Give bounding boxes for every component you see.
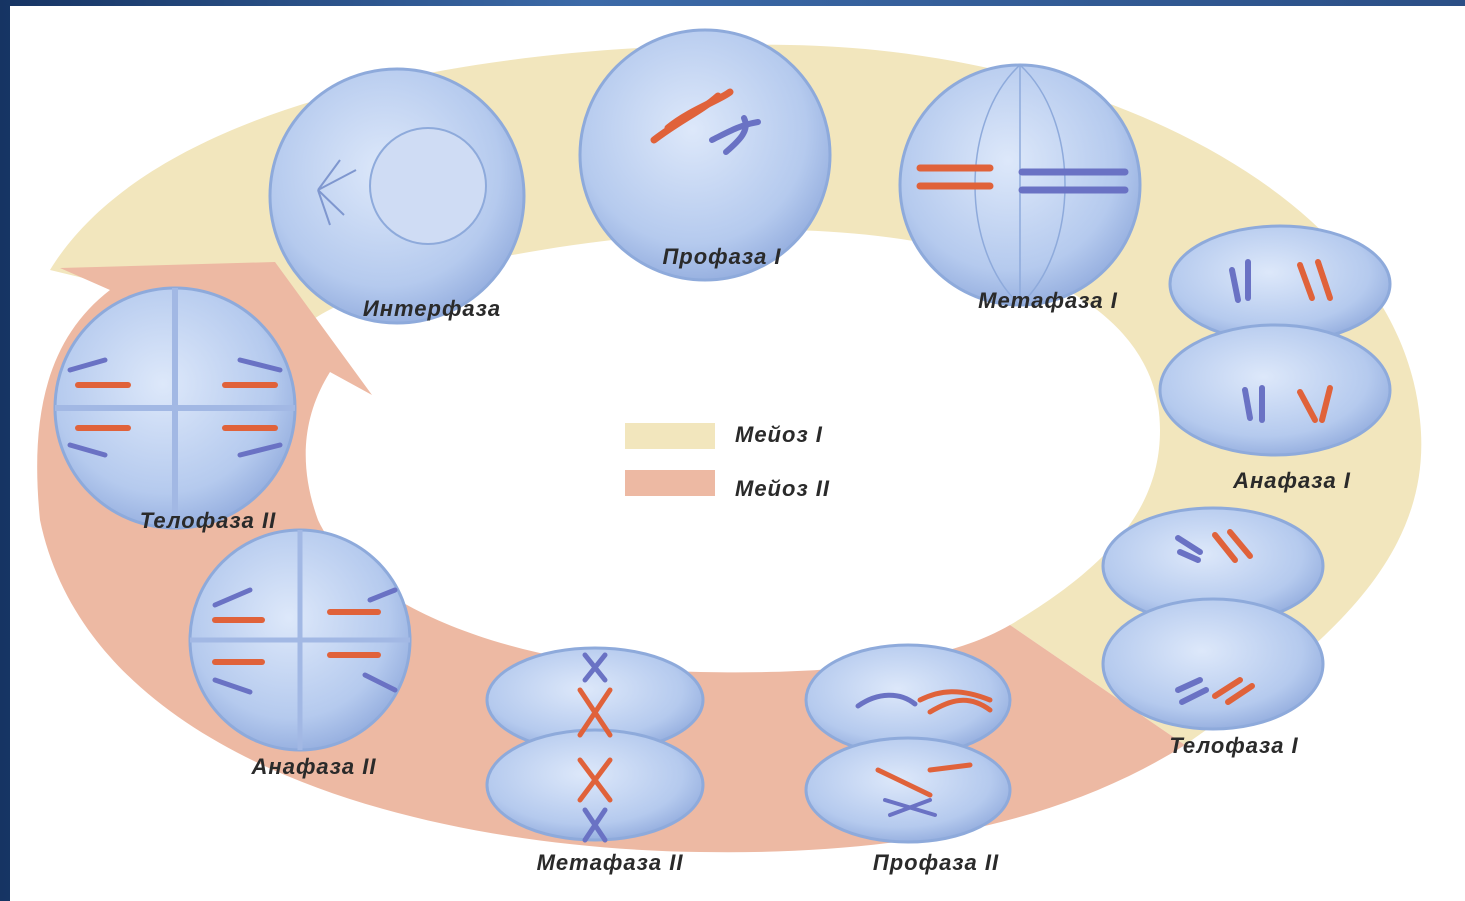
cell-interphase	[270, 69, 524, 323]
cell-metaphase-1	[900, 65, 1140, 305]
cell-telophase-2	[55, 288, 295, 528]
legend-swatch-meiosis-1	[625, 423, 715, 449]
legend-label-meiosis-1: Мейоз I	[735, 422, 823, 448]
label-telophase-1: Телофаза I	[1169, 733, 1298, 759]
cell-prophase-1	[580, 30, 830, 280]
label-prophase-2: Профаза II	[873, 850, 999, 876]
label-interphase: Интерфаза	[363, 296, 501, 322]
label-prophase-1: Профаза I	[662, 244, 781, 270]
legend-swatch-meiosis-2	[625, 470, 715, 496]
cell-telophase-1	[1103, 508, 1323, 729]
label-anaphase-2: Анафаза II	[252, 754, 377, 780]
legend-label-meiosis-2: Мейоз II	[735, 476, 830, 502]
label-anaphase-1: Анафаза I	[1233, 468, 1351, 494]
label-metaphase-1: Метафаза I	[978, 288, 1118, 314]
cell-anaphase-2	[190, 530, 410, 750]
label-metaphase-2: Метафаза II	[537, 850, 684, 876]
label-telophase-2: Телофаза II	[140, 508, 276, 534]
